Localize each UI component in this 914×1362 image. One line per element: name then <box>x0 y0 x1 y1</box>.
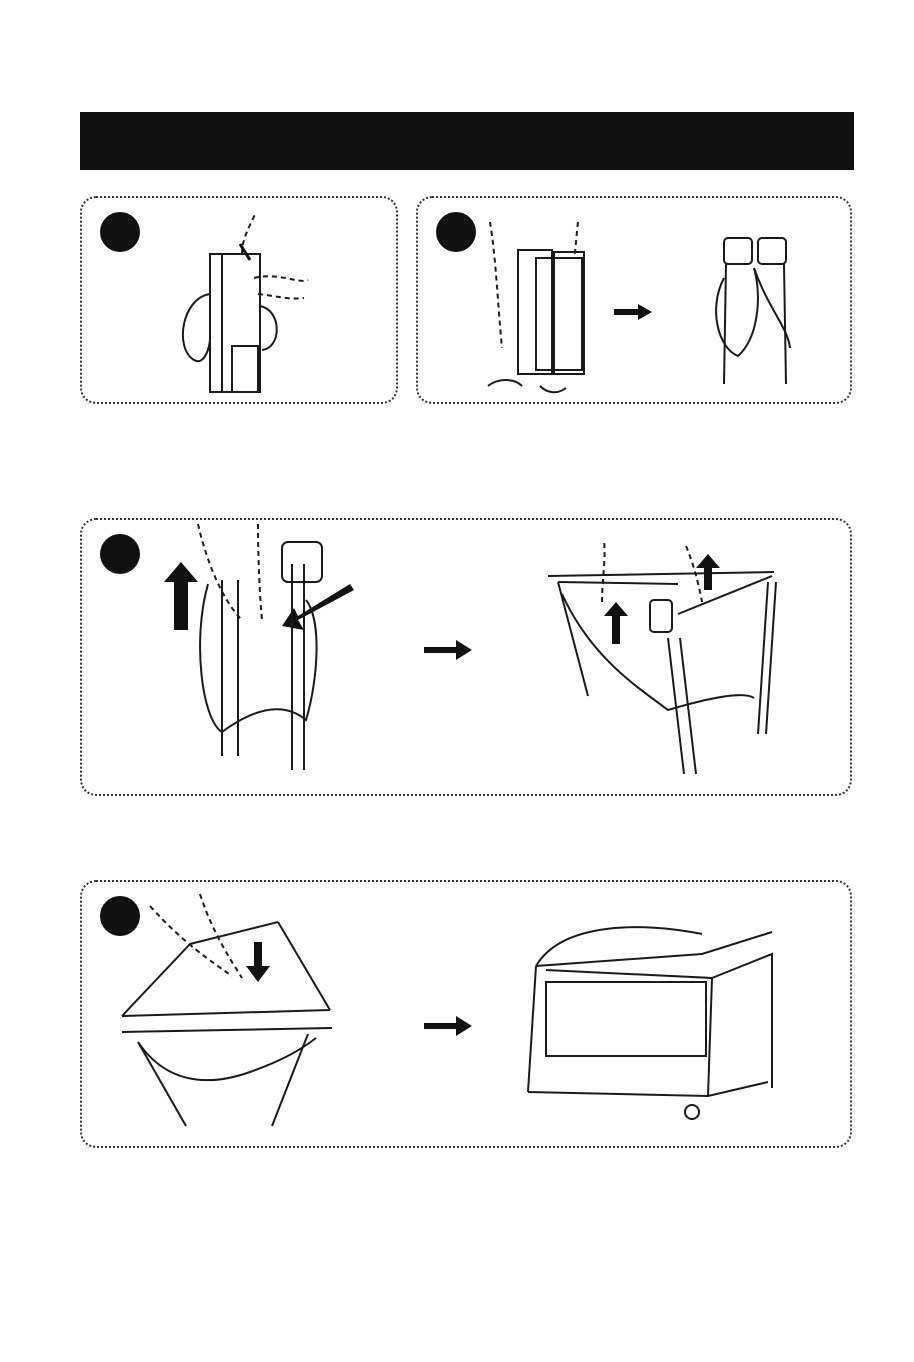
push-floor-down-icon <box>82 882 854 1150</box>
step-4-panel <box>80 880 852 1148</box>
step-2-panel <box>416 196 852 404</box>
step-3-panel <box>80 518 852 796</box>
carry-bag-icon <box>82 198 400 406</box>
section-header-bar <box>80 112 854 170</box>
lift-rails-icon <box>82 520 854 798</box>
unfold-frame-icon <box>418 198 854 406</box>
step-1-panel <box>80 196 398 404</box>
